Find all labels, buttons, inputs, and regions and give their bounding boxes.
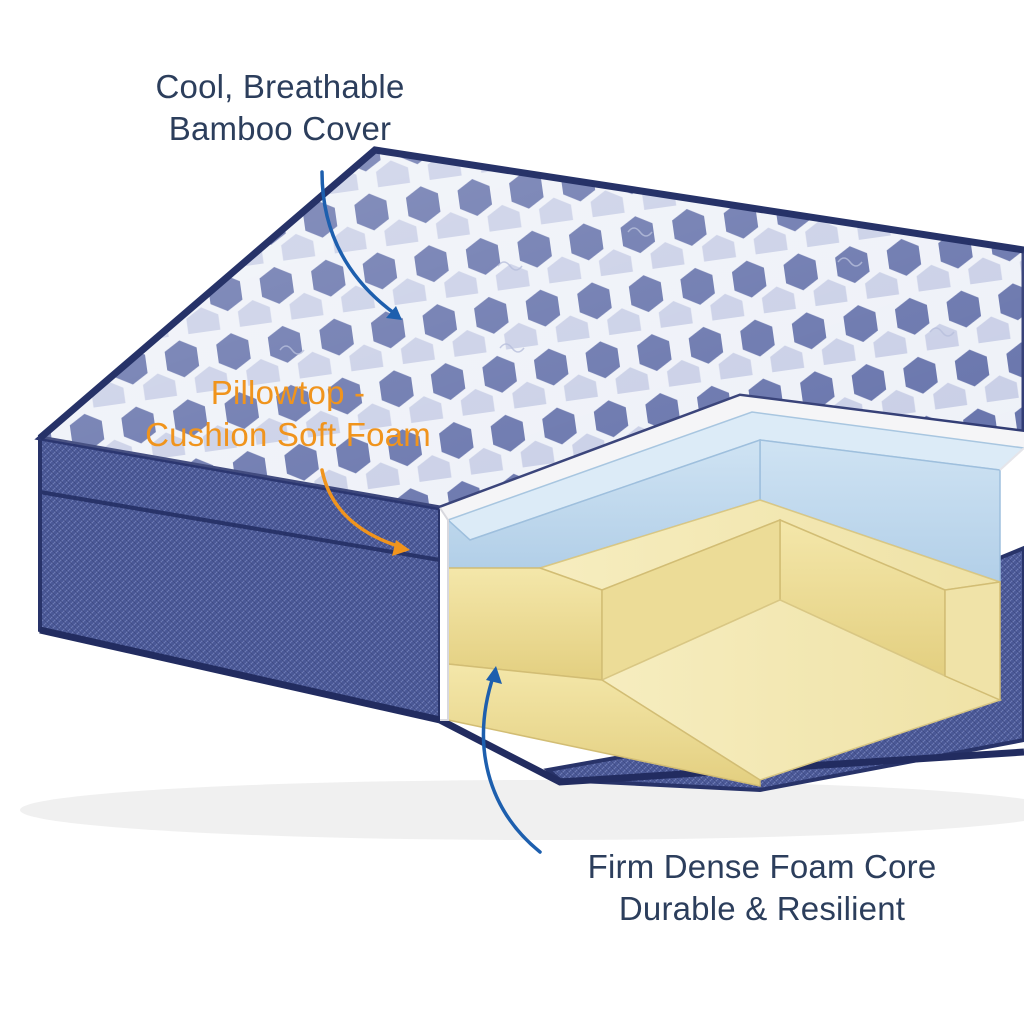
callout-cover-line1: Cool, Breathable bbox=[155, 68, 405, 105]
callout-core-line1: Firm Dense Foam Core bbox=[587, 848, 937, 885]
curved-arrow-icon bbox=[481, 666, 542, 854]
callout-pillowtop-line2: Cushion Soft Foam bbox=[145, 416, 431, 454]
floor-shadow bbox=[20, 780, 1024, 840]
curved-arrow-icon bbox=[320, 170, 402, 320]
callout-cover-line2: Bamboo Cover bbox=[168, 110, 392, 148]
cover-motif bbox=[279, 227, 955, 355]
core-foam-layer bbox=[447, 581, 1003, 787]
callout-pillowtop-line1: Pillowtop - bbox=[210, 374, 366, 411]
callout-cover: Cool, Breathable Bamboo Cover bbox=[110, 66, 450, 150]
curved-arrow-icon bbox=[320, 468, 410, 556]
callout-core: Firm Dense Foam Core Durable & Resilient bbox=[540, 846, 984, 930]
top-piping bbox=[37, 146, 1024, 441]
callout-core-line2: Durable & Resilient bbox=[618, 890, 906, 928]
comfort-foam-layer bbox=[447, 499, 1001, 682]
cutaway-section bbox=[439, 396, 1024, 787]
callout-pillowtop: Pillowtop - Cushion Soft Foam bbox=[112, 372, 464, 456]
